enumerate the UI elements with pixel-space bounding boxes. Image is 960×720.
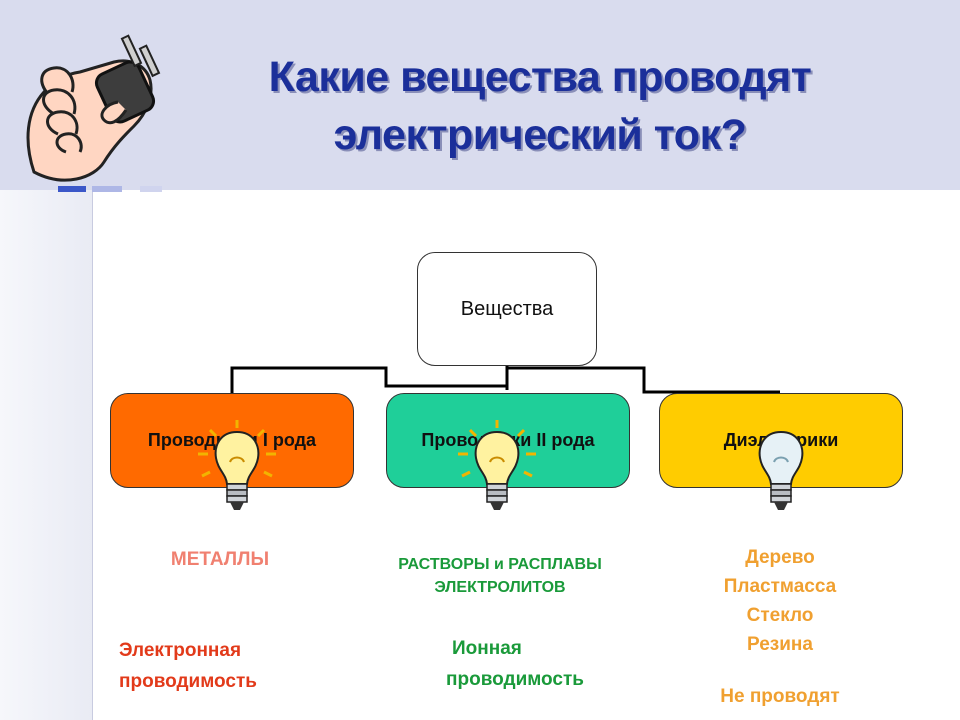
ionic-line-1: Ионная — [452, 638, 522, 659]
ionic-conductivity-label: Ионная проводимость — [410, 633, 620, 695]
solutions-line-1: РАСТВОРЫ и РАСПЛАВЫ — [398, 556, 602, 573]
lit-bulb-icon — [198, 420, 276, 510]
list-item: Стекло — [746, 605, 814, 626]
accent-block — [140, 186, 162, 192]
metals-label: МЕТАЛЛЫ — [170, 549, 270, 570]
electronic-line-2: проводимость — [119, 671, 257, 692]
list-item: Резина — [747, 634, 813, 655]
no-conduct-label: Не проводят — [720, 686, 840, 707]
lit-bulb-icon — [458, 420, 536, 510]
solutions-label: РАСТВОРЫ и РАСПЛАВЫ ЭЛЕКТРОЛИТОВ — [350, 553, 650, 599]
header-band — [0, 0, 960, 190]
accent-block — [58, 186, 86, 192]
unlit-bulb-icon — [758, 430, 804, 510]
title-line-2: электрический ток? — [333, 111, 747, 159]
root-node-substances: Вещества — [417, 252, 597, 366]
page-title: Какие вещества проводят электрический то… — [190, 48, 890, 164]
electronic-line-1: Электронная — [119, 640, 242, 661]
title-line-1: Какие вещества проводят — [268, 53, 812, 101]
list-item: Дерево — [745, 547, 815, 568]
left-sidebar-strip — [0, 190, 92, 720]
list-item: Пластмасса — [723, 576, 837, 597]
electronic-conductivity-label: Электронная проводимость — [119, 635, 319, 697]
accent-block — [92, 186, 122, 192]
ionic-line-2: проводимость — [446, 669, 584, 690]
solutions-line-2: ЭЛЕКТРОЛИТОВ — [434, 579, 566, 596]
dielectrics-list: Дерево Пластмасса Стекло Резина — [690, 543, 870, 659]
hand-plug-icon — [26, 34, 161, 182]
left-divider — [92, 190, 93, 720]
